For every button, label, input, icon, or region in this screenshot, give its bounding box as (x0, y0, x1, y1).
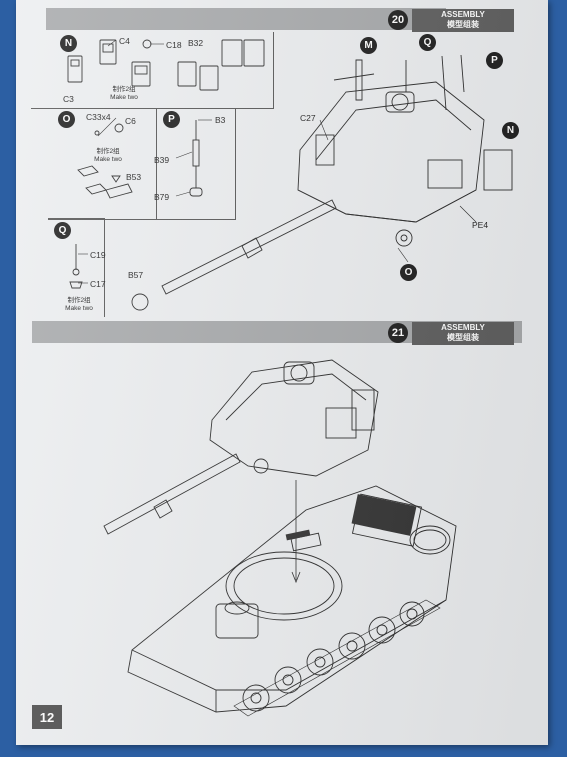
part-b32: B32 (188, 38, 204, 48)
subassembly-p-box (156, 108, 236, 220)
step20-number: 20 (388, 10, 408, 30)
part-c4: C4 (119, 36, 130, 46)
part-b3: B3 (215, 115, 226, 125)
make-two-n: 制作2组 Make two (94, 86, 154, 102)
make-two-o-en: Make two (94, 156, 122, 163)
step20-title-en: ASSEMBLY (441, 10, 485, 19)
part-b53: B53 (126, 172, 142, 182)
turret-drawing-step21 (103, 359, 379, 535)
make-two-o: 制作2组 Make two (78, 148, 138, 164)
callout-q-right: Q (419, 34, 436, 51)
engine-grille (351, 494, 417, 536)
leader-lines-step20 (78, 39, 477, 284)
part-c18: C18 (166, 40, 182, 50)
part-b79: B79 (154, 192, 170, 202)
antenna-base-drawings (69, 244, 83, 289)
callout-o-left: O (58, 111, 75, 128)
part-c33: C33x4 (86, 112, 111, 122)
callout-n-right: N (502, 122, 519, 139)
suspension-parts-drawings (77, 123, 133, 199)
make-two-q: 制作2组 Make two (54, 297, 104, 313)
make-two-n-en: Make two (110, 94, 138, 101)
part-b39: B39 (154, 155, 170, 165)
part-c19: C19 (90, 250, 106, 260)
subassembly-q-box (48, 218, 105, 317)
make-two-n-cn: 制作2组 (112, 86, 136, 93)
step20-title-cn: 模型组装 (447, 20, 479, 29)
step21-title: ASSEMBLY 模型组装 (412, 322, 514, 345)
page-number: 12 (32, 705, 62, 729)
turret-drawing-step20 (131, 54, 513, 311)
make-two-o-cn: 制作2组 (96, 148, 120, 155)
callout-o-bottom: O (400, 264, 417, 281)
part-b57: B57 (128, 270, 144, 280)
callout-n-left: N (60, 35, 77, 52)
step21-title-cn: 模型组装 (447, 333, 479, 342)
drop-arrow-head (291, 571, 301, 584)
part-c6: C6 (125, 116, 136, 126)
hatch-slot (285, 529, 311, 541)
assembly-drawings (67, 39, 513, 717)
antenna-drawings (189, 120, 203, 197)
stowage-box-drawings (67, 39, 265, 91)
part-c27: C27 (300, 113, 316, 123)
instruction-sheet: 20 ASSEMBLY 模型组装 N O P Q M Q P N O C4 C1… (16, 0, 548, 745)
callout-m: M (360, 37, 377, 54)
step21-number: 21 (388, 323, 408, 343)
make-two-q-cn: 制作2组 (67, 297, 91, 304)
callout-p-right: P (486, 52, 503, 69)
callout-q-left: Q (54, 222, 71, 239)
part-pe4: PE4 (472, 220, 489, 230)
step21-title-en: ASSEMBLY (441, 323, 485, 332)
header-band-step20 (46, 8, 446, 30)
callout-p-left: P (163, 111, 180, 128)
part-c17: C17 (90, 279, 106, 289)
step20-title: ASSEMBLY 模型组装 (412, 9, 514, 32)
make-two-q-en: Make two (65, 305, 93, 312)
part-c3: C3 (63, 94, 74, 104)
